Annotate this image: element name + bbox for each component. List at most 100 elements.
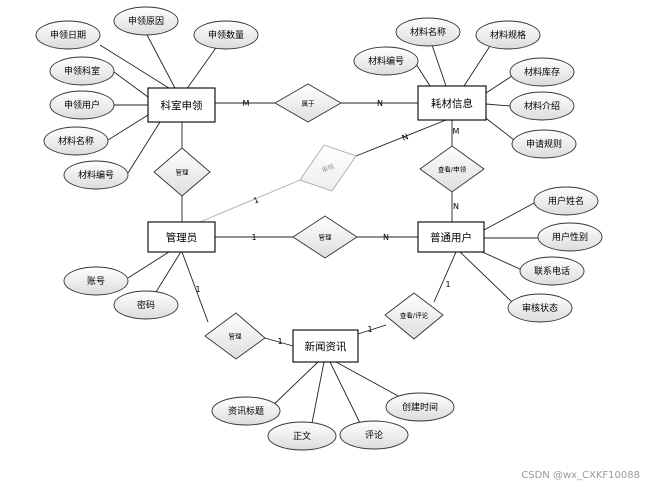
edges [99,32,538,424]
attribute-keshi-material-code: 材料编号 [63,160,129,190]
entity-news: 新闻资讯 [292,329,359,363]
attribute-label: 材料名称 [58,135,94,147]
entity-label: 新闻资讯 [305,340,347,353]
relationship-audit: 审核 [299,144,357,192]
entity-admin: 管理员 [147,221,216,253]
attribute-label: 资讯标题 [228,405,264,417]
attribute-label: 评论 [365,429,383,441]
attribute-label: 材料编号 [368,55,404,67]
entity-normal-user: 普通用户 [417,221,485,253]
attribute-label: 审核状态 [522,302,558,314]
entity-label: 管理员 [166,231,198,244]
attribute-label: 材料编号 [78,169,114,181]
edge-manage3-news [264,337,294,347]
cardinality-label: 1 [277,337,282,346]
attribute-material-spec: 材料规格 [475,20,541,50]
attribute-label: 申请规则 [526,138,562,150]
attribute-material-intro: 材料介绍 [509,91,575,121]
attribute-label: 密码 [137,299,155,311]
cardinalities: M N 1 N M N 1 N 1 1 1 1 [195,99,459,346]
attribute-label: 用户姓名 [548,195,584,207]
edge-news-comment [329,361,361,424]
edge-haocai-spec [463,45,491,87]
attribute-label: 账号 [87,276,105,287]
relationship-label: 管理 [176,168,190,177]
relationship-view-comment: 查看/评论 [384,292,444,340]
attribute-label: 用户性别 [552,231,588,243]
attribute-keshi-material-name: 材料名称 [43,126,109,156]
edge-news-body [311,361,325,424]
relationship-belong: 属于 [274,83,342,123]
relationship-review-apply: 查看/申领 [419,145,485,193]
attribute-phone: 联系电话 [519,256,585,286]
edge-news-title [267,361,319,411]
attribute-material-stock: 材料库存 [509,57,575,87]
attribute-material-name: 材料名称 [395,17,461,47]
edge-keshi-reason [145,32,177,91]
attribute-label: 材料库存 [524,66,560,78]
cardinality-label: M [453,127,460,136]
attribute-apply-reason: 申领原因 [113,6,179,36]
relationship-label: 查看/评论 [400,311,429,320]
attribute-label: 创建时间 [402,401,438,413]
cardinality-label: N [401,132,410,143]
edge-haocai-hname [431,44,447,87]
attribute-user-name: 用户姓名 [533,186,599,216]
relationship-label: 管理 [229,332,243,341]
attribute-label: 材料规格 [490,29,526,41]
edge-admin-audit [199,179,301,223]
attribute-account: 账号 [63,266,129,296]
relationship-manage-user: 管理 [292,215,358,259]
edge-haocai-hcode [415,63,431,87]
edge-user-status [457,249,513,303]
relationship-manage-news: 管理 [204,312,266,360]
attribute-label: 申领日期 [50,29,86,41]
edge-user-phone [477,249,523,271]
cardinality-label: M [243,99,250,108]
edge-user-uname [483,201,537,231]
cardinality-label: N [383,233,389,242]
edge-admin-pwd [155,249,183,293]
edge-keshi-date [99,44,173,91]
edge-news-comment-rel [357,324,387,335]
attribute-apply-qty: 申领数量 [193,20,259,50]
attribute-label: 申领科室 [64,65,100,77]
attribute-news-title: 资讯标题 [211,396,281,426]
attribute-label: 申领原因 [128,15,164,27]
edge-comment-user [433,251,457,303]
cardinality-label: 1 [252,195,260,205]
watermark-text: CSDN @wx_CXKF10088 [521,470,640,481]
relationship-label: 查看/申领 [438,165,467,174]
entity-label: 普通用户 [430,231,472,244]
attribute-apply-dept: 申领科室 [49,56,115,86]
relationship-manage-keshi: 管理 [153,147,211,197]
attribute-label: 正文 [293,430,311,442]
entity-label: 耗材信息 [431,97,473,110]
attribute-label: 材料介绍 [524,100,560,112]
attribute-label: 联系电话 [534,265,570,277]
cardinality-label: 1 [445,280,450,289]
attribute-label: 申领数量 [208,29,244,41]
attribute-material-code: 材料编号 [353,46,419,76]
edge-haocai-intro [485,103,511,107]
attribute-password: 密码 [113,290,179,320]
edge-keshi-dept [113,71,149,98]
attribute-news-body: 正文 [267,421,337,451]
attribute-created-time: 创建时间 [385,392,455,422]
edge-audit-haocai [355,119,447,157]
attribute-user-gender: 用户性别 [537,222,603,252]
attribute-label: 申领用户 [64,99,100,111]
edge-keshi-kname [107,114,149,141]
entity-material-info: 耗材信息 [417,85,487,121]
relationship-label: 管理 [319,233,333,242]
entity-label: 科室申领 [161,99,203,112]
edge-keshi-qty [185,44,219,91]
attribute-review-status: 审核状态 [507,293,573,323]
relationship-label: 属于 [302,100,316,108]
attribute-applicant: 申领用户 [49,90,115,120]
cardinality-label: N [377,99,383,108]
attribute-news-comment: 评论 [339,420,409,450]
edge-haocai-stock [485,75,513,94]
edge-keshi-kcode [127,121,161,174]
